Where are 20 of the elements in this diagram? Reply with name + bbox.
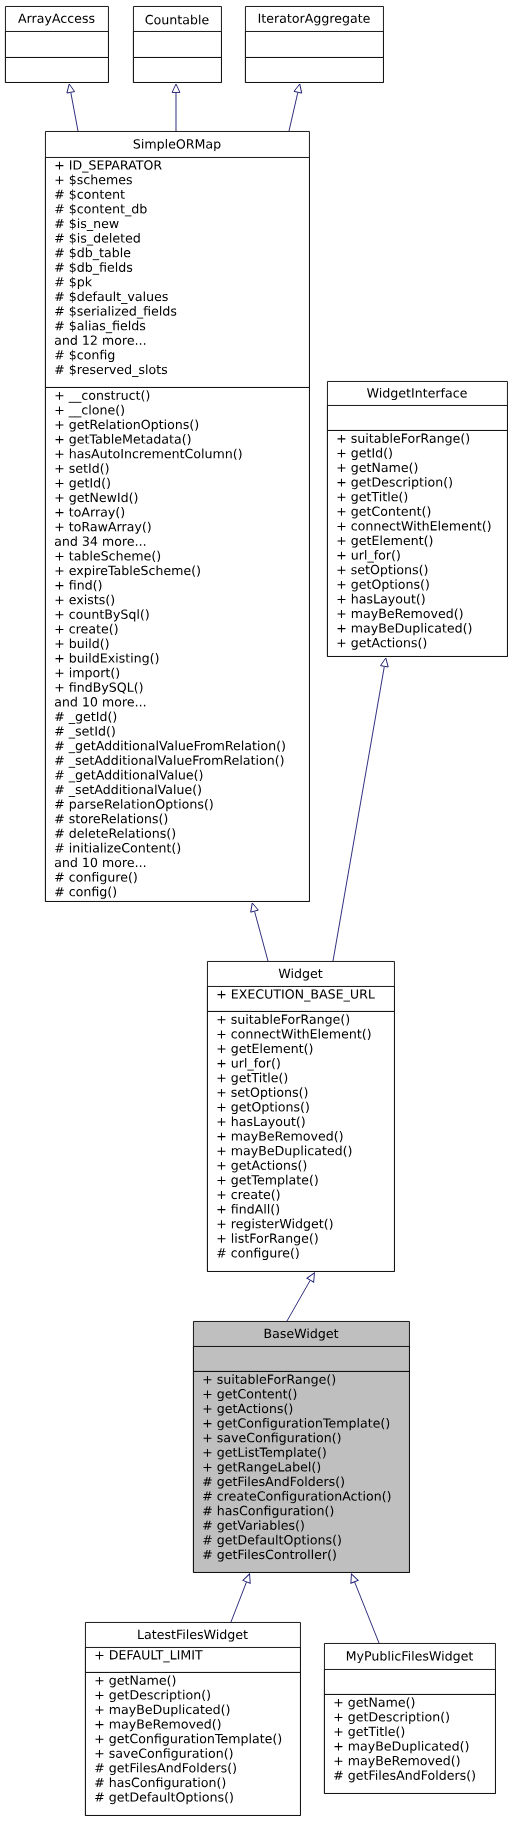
attribute-list: + EXECUTION_BASE_URL [207,986,395,1012]
inheritance-arrow [230,1573,251,1623]
inheritance-arrow [288,83,303,132]
inheritance-arrow [350,1573,380,1644]
inheritance-arrow [332,657,389,962]
empty-compartment [193,1346,410,1372]
inheritance-arrow [286,1272,315,1322]
attribute-list: + DEFAULT_LIMIT [85,1647,301,1673]
empty-compartment [133,57,222,83]
empty-compartment [5,57,109,83]
empty-compartment [5,31,109,58]
inheritance-arrow [171,83,181,132]
empty-compartment [324,1669,496,1695]
attribute-list: + ID_SEPARATOR + $schemes # $content # $content_db # $is_new # $is_deleted # $db_table # $db_fields # $pk # $default_values # $serialized_fields # $alias_fields and 12 more... # $config # $reserved_slots [45,157,310,388]
empty-compartment [245,57,384,83]
inheritance-arrow [66,83,79,132]
inheritance-arrow [250,902,269,962]
empty-compartment [327,405,508,431]
empty-compartment [133,31,222,58]
empty-compartment [245,31,384,58]
